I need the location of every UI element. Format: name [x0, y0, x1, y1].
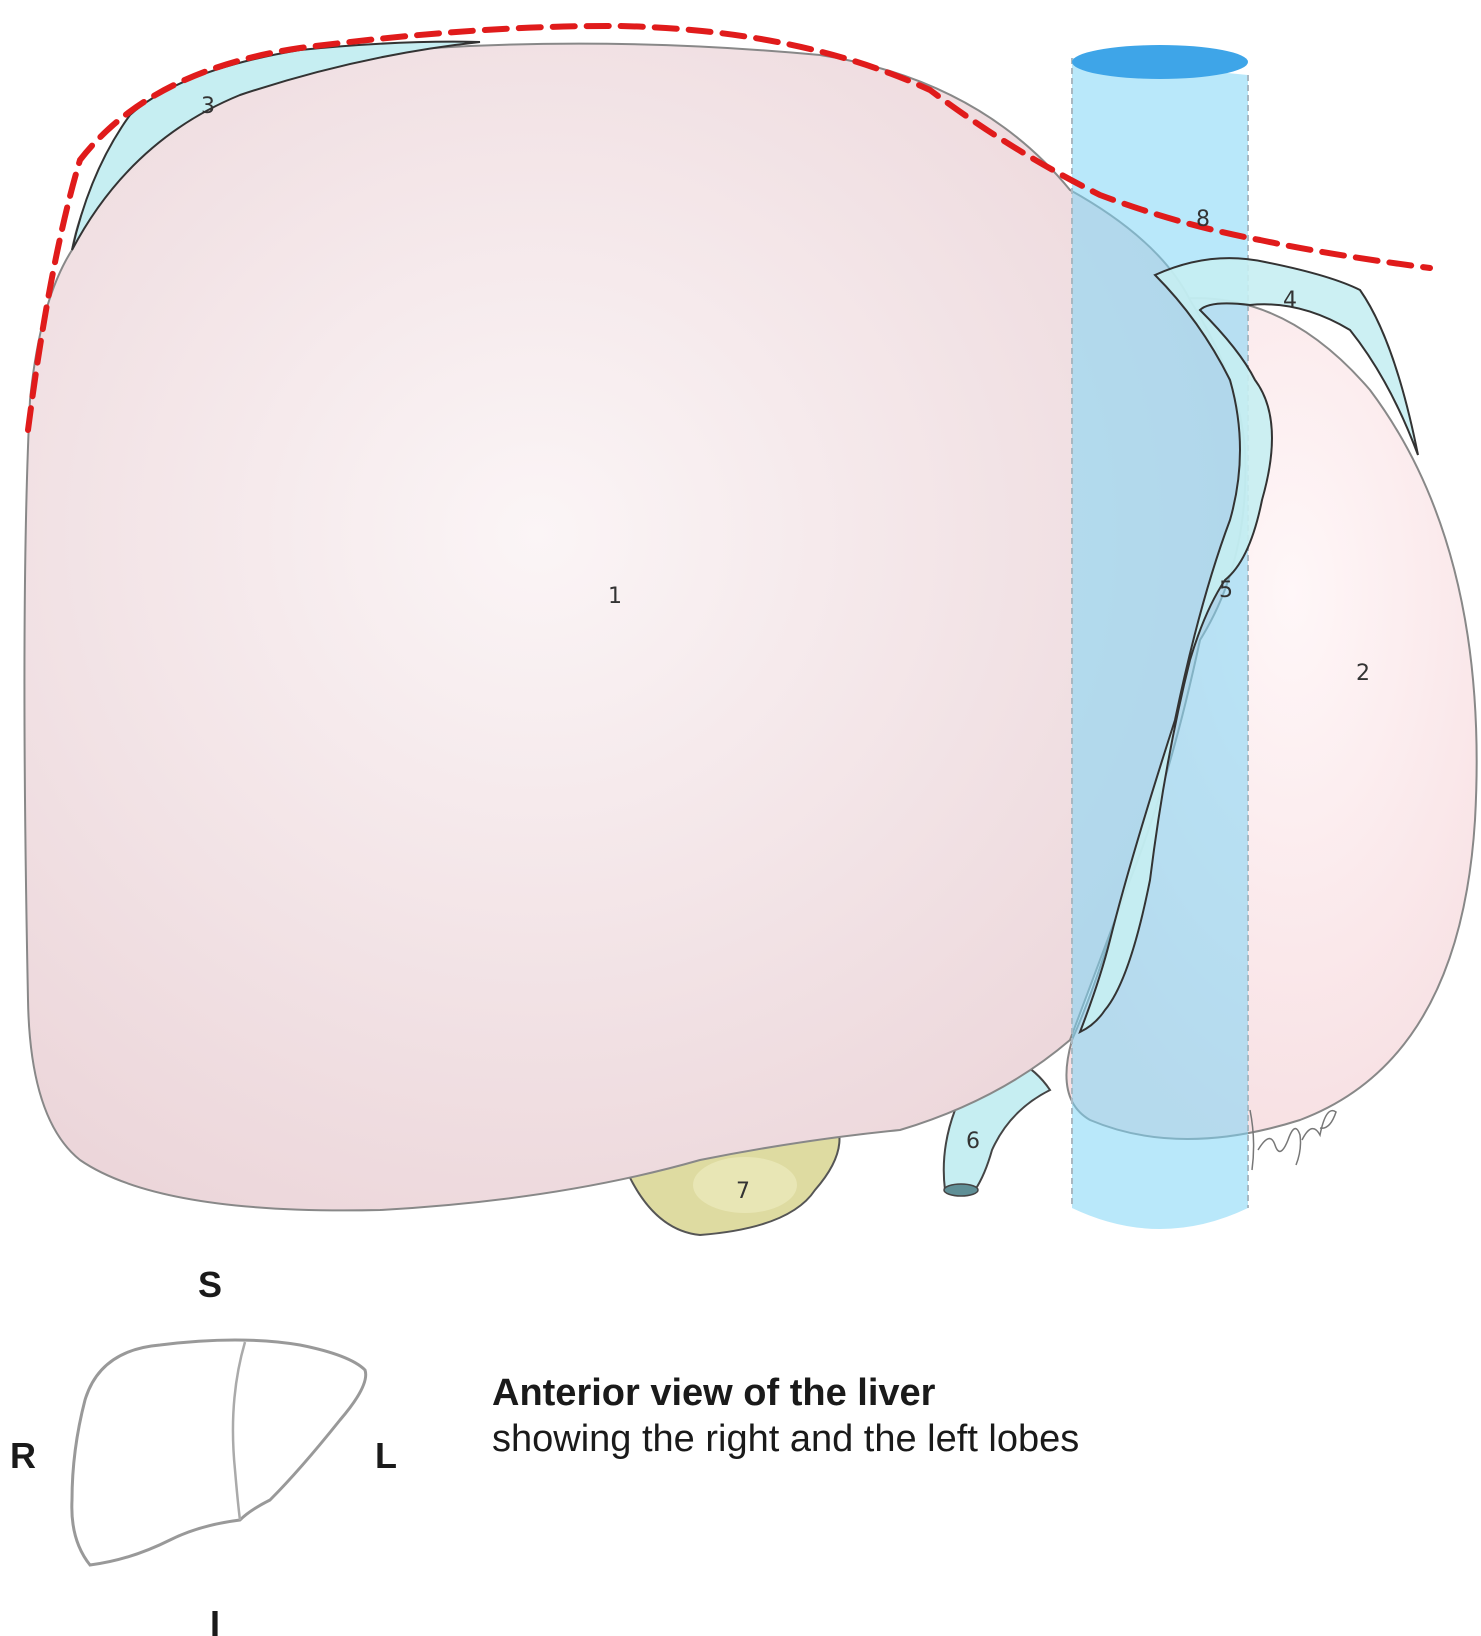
label-ligamentum-teres: 6 — [966, 1129, 980, 1154]
inferior-vena-cava — [1072, 45, 1248, 1229]
label-right-triangular-ligament: 3 — [201, 94, 215, 119]
label-diaphragm-line: 8 — [1196, 207, 1210, 232]
caption-title: Anterior view of the liver — [492, 1370, 1392, 1416]
orientation-diagram: S I R L — [10, 1264, 397, 1636]
orientation-right: R — [10, 1435, 36, 1476]
label-left-triangular-ligament: 4 — [1283, 288, 1297, 313]
label-left-lobe: 2 — [1356, 661, 1370, 686]
label-gallbladder: 7 — [736, 1179, 750, 1204]
right-lobe — [24, 44, 1245, 1211]
mini-liver-outline — [72, 1340, 366, 1565]
orientation-inferior: I — [210, 1603, 220, 1636]
caption-subtitle: showing the right and the left lobes — [492, 1416, 1392, 1462]
mini-liver-division — [233, 1342, 245, 1520]
label-right-lobe: 1 — [608, 584, 622, 609]
figure-caption: Anterior view of the liver showing the r… — [492, 1370, 1392, 1462]
label-falciform-ligament: 5 — [1219, 578, 1233, 603]
orientation-left: L — [375, 1435, 397, 1476]
orientation-superior: S — [198, 1264, 222, 1305]
